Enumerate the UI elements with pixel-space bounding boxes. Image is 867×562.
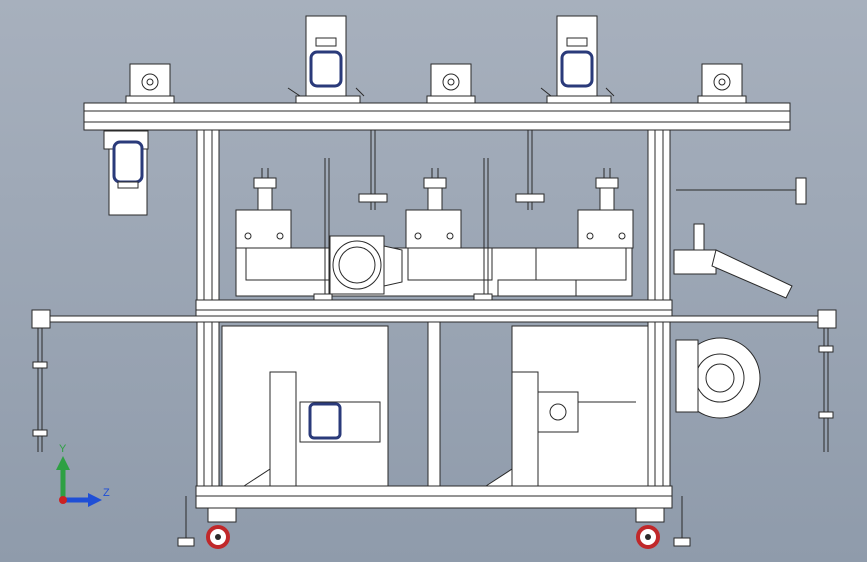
axis-z-label: Z bbox=[103, 487, 110, 499]
caster-right bbox=[635, 507, 665, 549]
lower-motor-left bbox=[269, 371, 381, 487]
roller-head-1 bbox=[235, 168, 292, 249]
leveling-foot-right bbox=[673, 496, 691, 547]
outrigger-right bbox=[817, 309, 837, 452]
axis-y-label: Y bbox=[59, 443, 67, 455]
top-gear-unit-3 bbox=[697, 63, 747, 104]
roller-head-3 bbox=[577, 168, 634, 249]
rod-clamp-2 bbox=[515, 193, 545, 203]
top-motor-left bbox=[287, 15, 365, 104]
top-gear-unit-1 bbox=[125, 63, 175, 104]
top-beam bbox=[83, 102, 791, 131]
axis-origin bbox=[59, 496, 67, 504]
tape-reel bbox=[675, 337, 761, 419]
rod-clamp-1 bbox=[358, 193, 388, 203]
center-drive-motor bbox=[329, 235, 403, 295]
axis-triad: Y Z bbox=[56, 443, 110, 507]
top-gear-unit-2 bbox=[426, 63, 476, 104]
roller-module bbox=[235, 247, 633, 297]
side-motor-left bbox=[103, 130, 149, 216]
roller-head-2 bbox=[405, 168, 462, 249]
caster-left bbox=[206, 507, 237, 549]
top-motor-right bbox=[540, 15, 615, 104]
leveling-foot-left bbox=[177, 496, 195, 547]
tension-arm bbox=[673, 177, 807, 299]
lower-motor-right bbox=[511, 371, 636, 487]
outrigger-left bbox=[31, 309, 51, 452]
machine-assembly[interactable] bbox=[31, 15, 837, 549]
crossbars bbox=[41, 299, 831, 509]
